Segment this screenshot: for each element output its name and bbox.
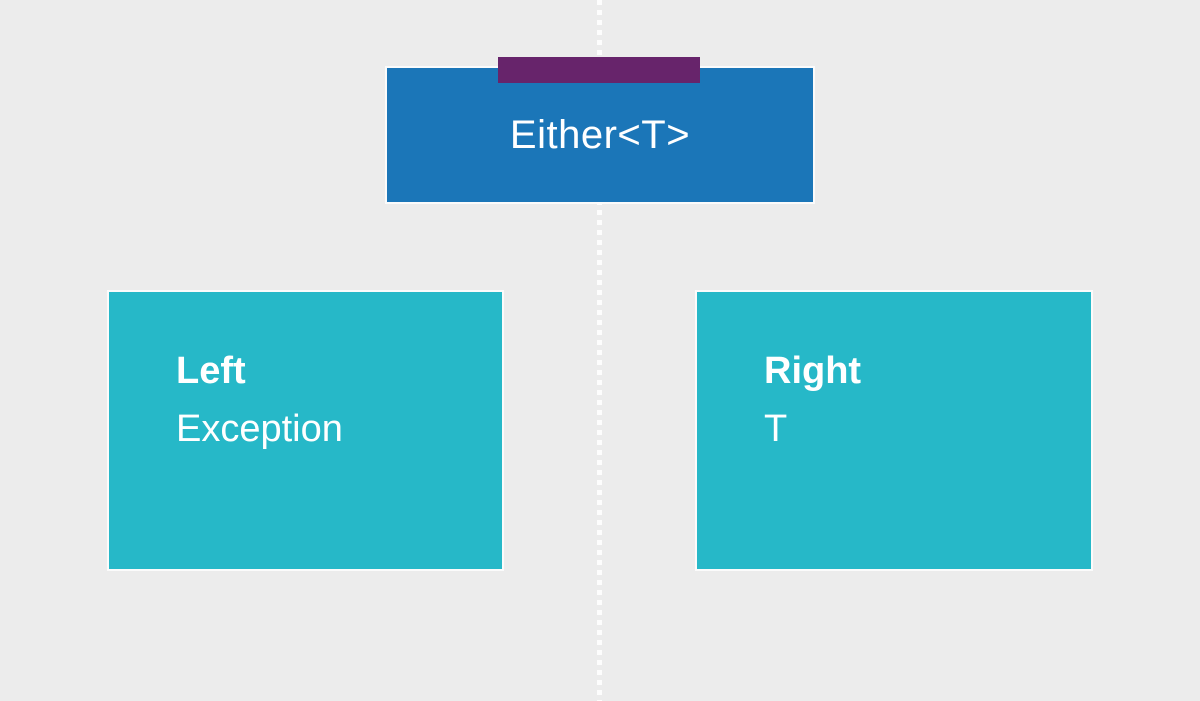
either-node: Either<T> [387,68,813,202]
left-branch-subtitle: Exception [176,408,343,450]
right-branch-subtitle: T [764,408,788,450]
right-branch-node: Right T [697,292,1091,569]
dotted-divider-line [597,0,602,701]
left-branch-node: Left Exception [109,292,502,569]
right-branch-title: Right [764,350,862,392]
either-node-label: Either<T> [509,112,691,157]
left-branch-title: Left [176,350,246,392]
either-node-tab [498,57,700,83]
